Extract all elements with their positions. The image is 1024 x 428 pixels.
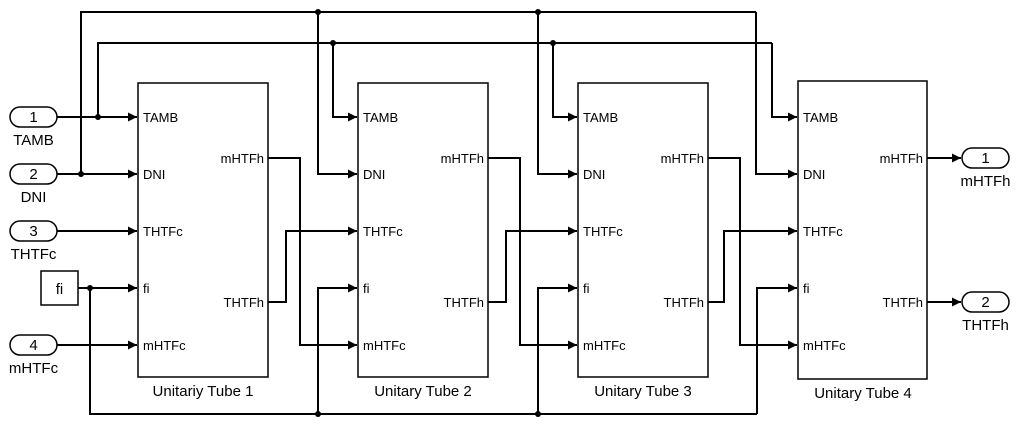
wire-tube1-mhtfh-to-tube2[interactable] (268, 157, 357, 350)
tube3-output-mhtfh: mHTFh (661, 151, 704, 166)
branch-dot (78, 171, 84, 177)
inport-4[interactable]: 4 mHTFc (9, 334, 59, 377)
inport-4-label: mHTFc (9, 360, 59, 377)
wire-tamb-to-tube2[interactable] (332, 43, 357, 122)
wire-tube3-thtfh-to-tube4[interactable] (708, 226, 797, 303)
constant-fi-value: fi (56, 281, 64, 298)
wire-dni-bus[interactable] (80, 11, 756, 174)
branch-dot (315, 411, 321, 417)
outport-2-number: 2 (981, 294, 989, 311)
tube3-title: Unitary Tube 3 (594, 383, 692, 400)
inport-3[interactable]: 3 THTFc (9, 220, 58, 263)
branch-dot (330, 40, 336, 46)
wire-tube2-thtfh-to-tube3[interactable] (488, 226, 577, 303)
branch-dot (535, 9, 541, 15)
outport-1-number: 1 (981, 150, 989, 167)
wire-fi-to-tube2[interactable] (317, 283, 357, 414)
tube1-input-tamb: TAMB (143, 110, 178, 125)
inport-2-label: DNI (21, 189, 47, 206)
constant-fi[interactable]: fi (40, 270, 79, 306)
inport-2-number: 2 (29, 166, 37, 183)
branch-dot (87, 285, 93, 291)
tube2-input-fi: fi (363, 281, 370, 296)
unitary-tube-2[interactable]: TAMB DNI THTFc fi mHTFc mHTFh THTFh Unit… (357, 82, 489, 400)
inport-4-number: 4 (29, 337, 37, 354)
wire-tamb-to-tube3[interactable] (552, 43, 577, 122)
inport-1[interactable]: 1 TAMB (9, 106, 58, 149)
branch-dot (535, 411, 541, 417)
branch-dot (95, 114, 101, 120)
wire-tamb-to-tube4[interactable] (771, 43, 797, 122)
tube1-input-dni: DNI (143, 167, 165, 182)
tube3-input-dni: DNI (583, 167, 605, 182)
inport-3-number: 3 (29, 223, 37, 240)
wire-dni-to-tube2[interactable] (317, 12, 357, 179)
branch-dot (550, 40, 556, 46)
tube1-input-mhtfc: mHTFc (143, 338, 186, 353)
tube4-input-tamb: TAMB (803, 110, 838, 125)
outport-1-label: mHTFh (961, 173, 1011, 190)
branch-points (78, 9, 556, 417)
inport-2[interactable]: 2 DNI (9, 163, 58, 206)
wire-fi-to-tube4[interactable] (756, 283, 797, 414)
tube1-input-thtfc: THTFc (143, 224, 183, 239)
tube2-input-mhtfc: mHTFc (363, 338, 406, 353)
tube4-output-thtfh: THTFh (883, 295, 923, 310)
tube1-output-mhtfh: mHTFh (221, 151, 264, 166)
tube4-input-fi: fi (803, 281, 810, 296)
wire-fi-to-tube3[interactable] (537, 283, 577, 414)
tube3-input-fi: fi (583, 281, 590, 296)
wire-dni-to-tube4[interactable] (755, 12, 797, 179)
tube3-input-tamb: TAMB (583, 110, 618, 125)
tube2-input-thtfc: THTFc (363, 224, 403, 239)
tube4-title: Unitary Tube 4 (814, 385, 912, 402)
wire-tube3-mhtfh-to-tube4[interactable] (708, 157, 797, 350)
tube3-output-thtfh: THTFh (664, 295, 704, 310)
tube2-title: Unitary Tube 2 (374, 383, 472, 400)
tube2-output-thtfh: THTFh (444, 295, 484, 310)
wire-dni-to-tube3[interactable] (537, 12, 577, 179)
tube2-output-mhtfh: mHTFh (441, 151, 484, 166)
wire-tube1-thtfh-to-tube2[interactable] (268, 226, 357, 303)
outport-2[interactable]: 2 THTFh (961, 291, 1010, 334)
tube4-input-dni: DNI (803, 167, 825, 182)
wire-fi-bus[interactable] (89, 288, 757, 415)
tube2-input-dni: DNI (363, 167, 385, 182)
wire-tamb-bus[interactable] (97, 42, 772, 117)
inport-3-label: THTFc (11, 246, 57, 263)
inport-1-label: TAMB (13, 132, 54, 149)
outport-2-label: THTFh (962, 317, 1009, 334)
wire-tube2-mhtfh-to-tube3[interactable] (488, 157, 577, 350)
tube1-output-thtfh: THTFh (224, 295, 264, 310)
tube3-input-mhtfc: mHTFc (583, 338, 626, 353)
outport-1[interactable]: 1 mHTFh (961, 147, 1011, 190)
tube4-output-mhtfh: mHTFh (880, 151, 923, 166)
tube3-input-thtfc: THTFc (583, 224, 623, 239)
unitary-tube-1[interactable]: TAMB DNI THTFc fi mHTFc mHTFh THTFh Unit… (137, 82, 269, 400)
tube4-input-mhtfc: mHTFc (803, 338, 846, 353)
branch-dot (315, 9, 321, 15)
tube1-title: Unitariy Tube 1 (153, 383, 254, 400)
unitary-tube-3[interactable]: TAMB DNI THTFc fi mHTFc mHTFh THTFh Unit… (577, 82, 709, 400)
unitary-tube-4[interactable]: TAMB DNI THTFc fi mHTFc mHTFh THTFh Unit… (797, 80, 928, 402)
tube2-input-tamb: TAMB (363, 110, 398, 125)
inport-1-number: 1 (29, 109, 37, 126)
tube1-input-fi: fi (143, 281, 150, 296)
tube4-input-thtfc: THTFc (803, 224, 843, 239)
